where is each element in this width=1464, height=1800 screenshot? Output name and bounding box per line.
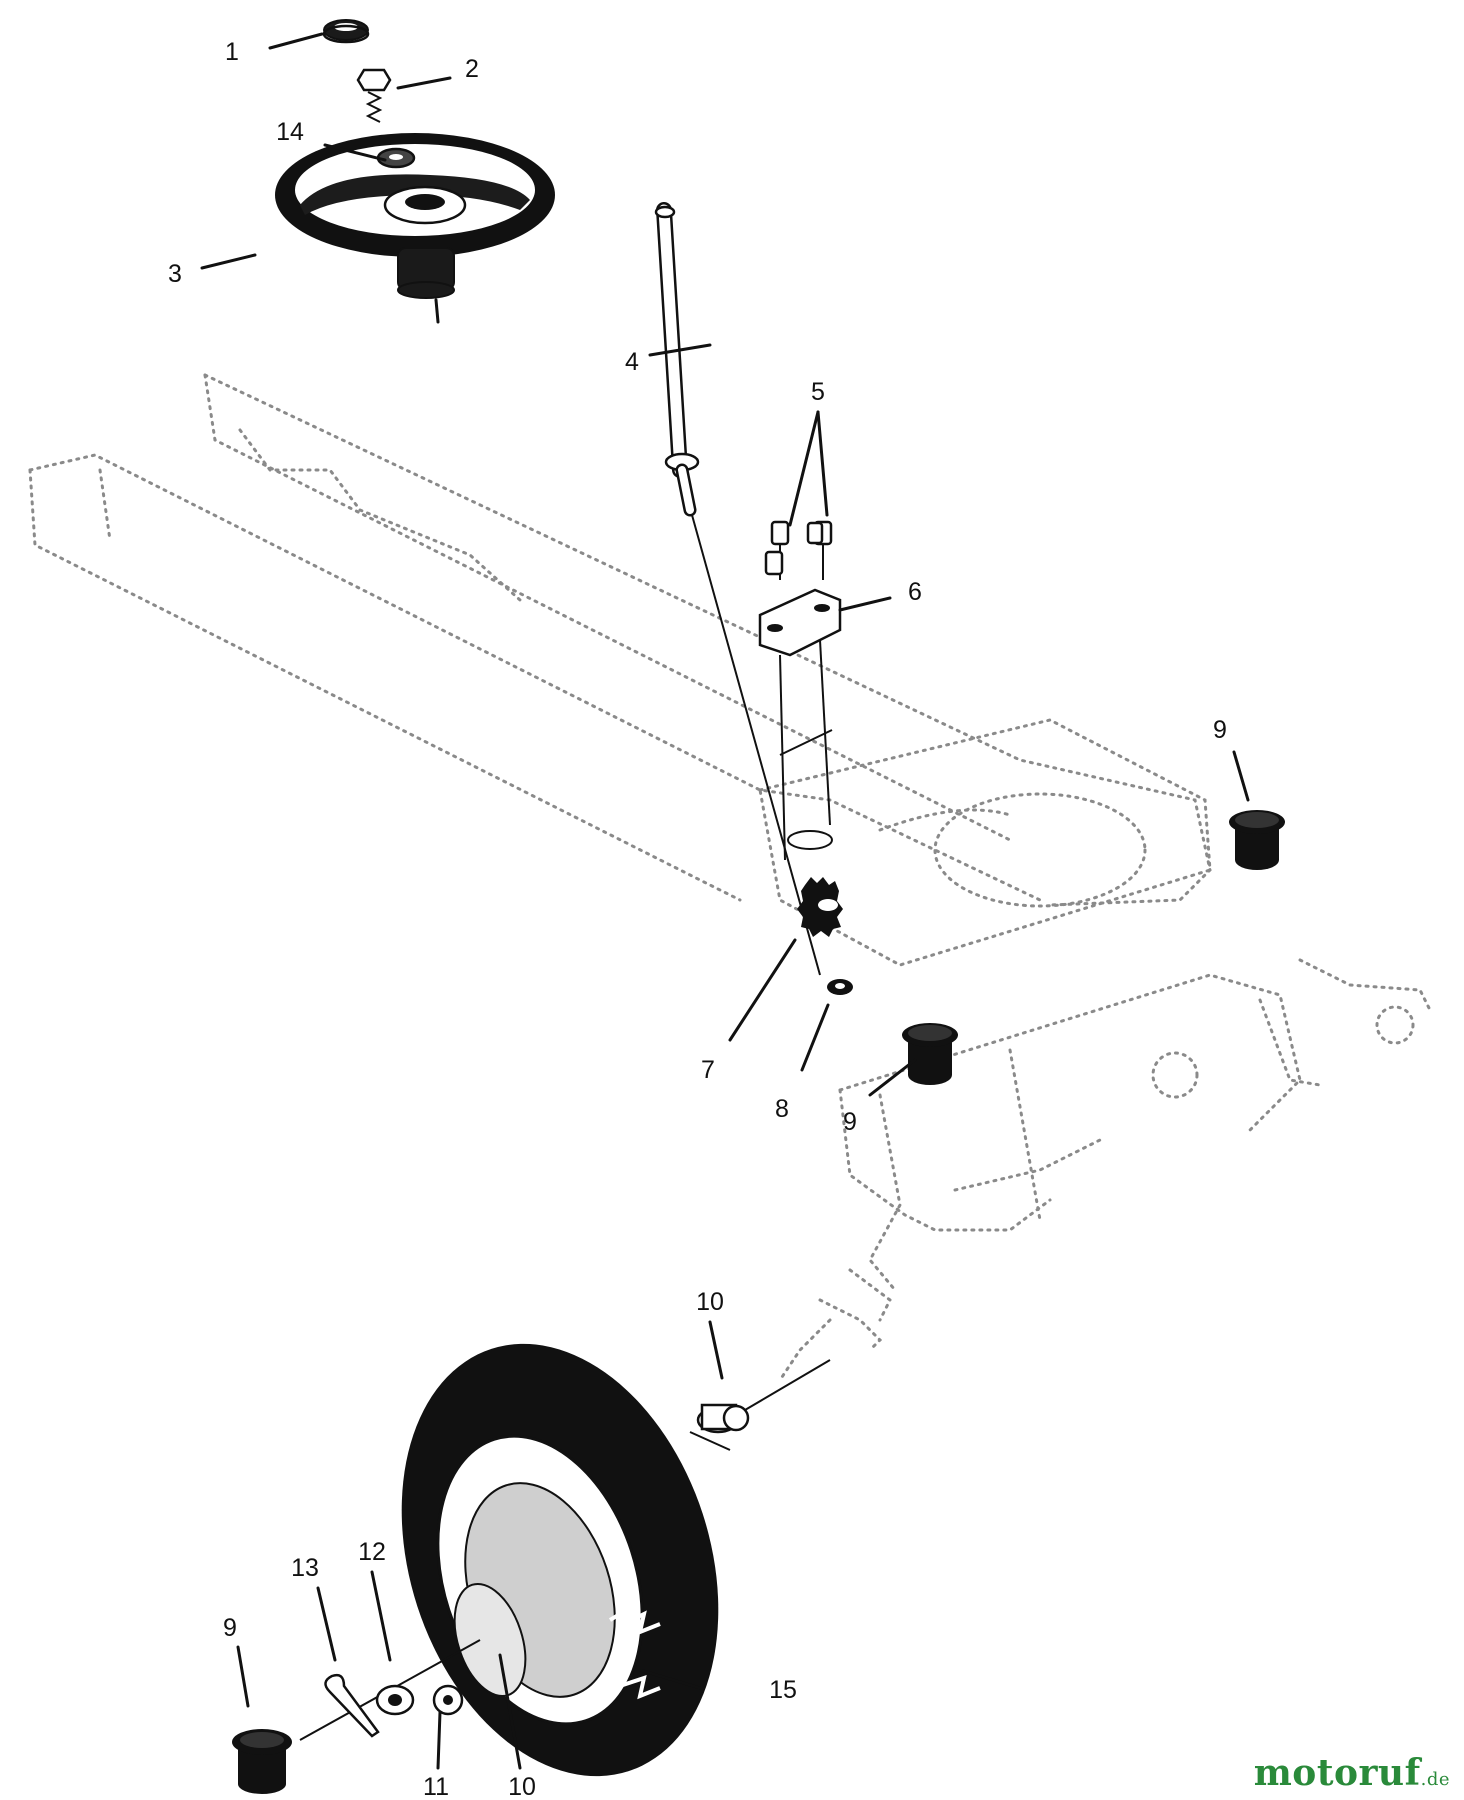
- callout-10-upper: 10: [696, 1288, 724, 1316]
- callout-12: 12: [358, 1538, 386, 1566]
- callout-9-wheel: 9: [223, 1614, 237, 1642]
- steering-shaft: [654, 202, 821, 976]
- callout-labels: 1 2 14 3 4 5 6 9 7 8 9 10 12 13 9 15 11 …: [168, 38, 1227, 1800]
- mount-bolts: [764, 520, 833, 580]
- steering-bolt: [356, 68, 392, 123]
- steering-bracket: [758, 588, 842, 861]
- callout-2: 2: [465, 55, 479, 83]
- callout-9-rear: 9: [1213, 716, 1227, 744]
- callout-9-front: 9: [843, 1108, 857, 1136]
- steering-cap: [322, 19, 370, 44]
- axle-hardware: [299, 1639, 481, 1741]
- callout-5: 5: [811, 378, 825, 406]
- callout-4: 4: [625, 348, 639, 376]
- callout-8: 8: [775, 1095, 789, 1123]
- bushing-wheel: [232, 1729, 292, 1794]
- callout-6: 6: [908, 578, 922, 606]
- motoruf-logo: motoruf.de: [1254, 1752, 1450, 1794]
- flange-bushing: [689, 1359, 831, 1451]
- callout-11: 11: [423, 1773, 449, 1800]
- callout-14: 14: [276, 118, 304, 146]
- bushing-rear: [1229, 810, 1285, 870]
- pinion-gear: [797, 877, 843, 937]
- steering-wheel: [275, 133, 555, 324]
- frame-ghost: [28, 373, 1432, 1382]
- steering-washer: [376, 147, 416, 169]
- callout-3: 3: [168, 260, 182, 288]
- callout-10-lower: 10: [508, 1773, 536, 1800]
- callout-15: 15: [769, 1676, 797, 1704]
- gear-washer: [827, 979, 853, 995]
- brand-name: motoruf: [1253, 1752, 1421, 1794]
- front-wheel: [401, 1343, 719, 1777]
- callout-1: 1: [225, 38, 239, 66]
- brand-tld: .de: [1420, 1769, 1450, 1790]
- bushing-front: [902, 1023, 958, 1085]
- leader-lines: [200, 32, 1250, 1770]
- callout-7: 7: [701, 1056, 715, 1084]
- callout-13: 13: [291, 1554, 319, 1582]
